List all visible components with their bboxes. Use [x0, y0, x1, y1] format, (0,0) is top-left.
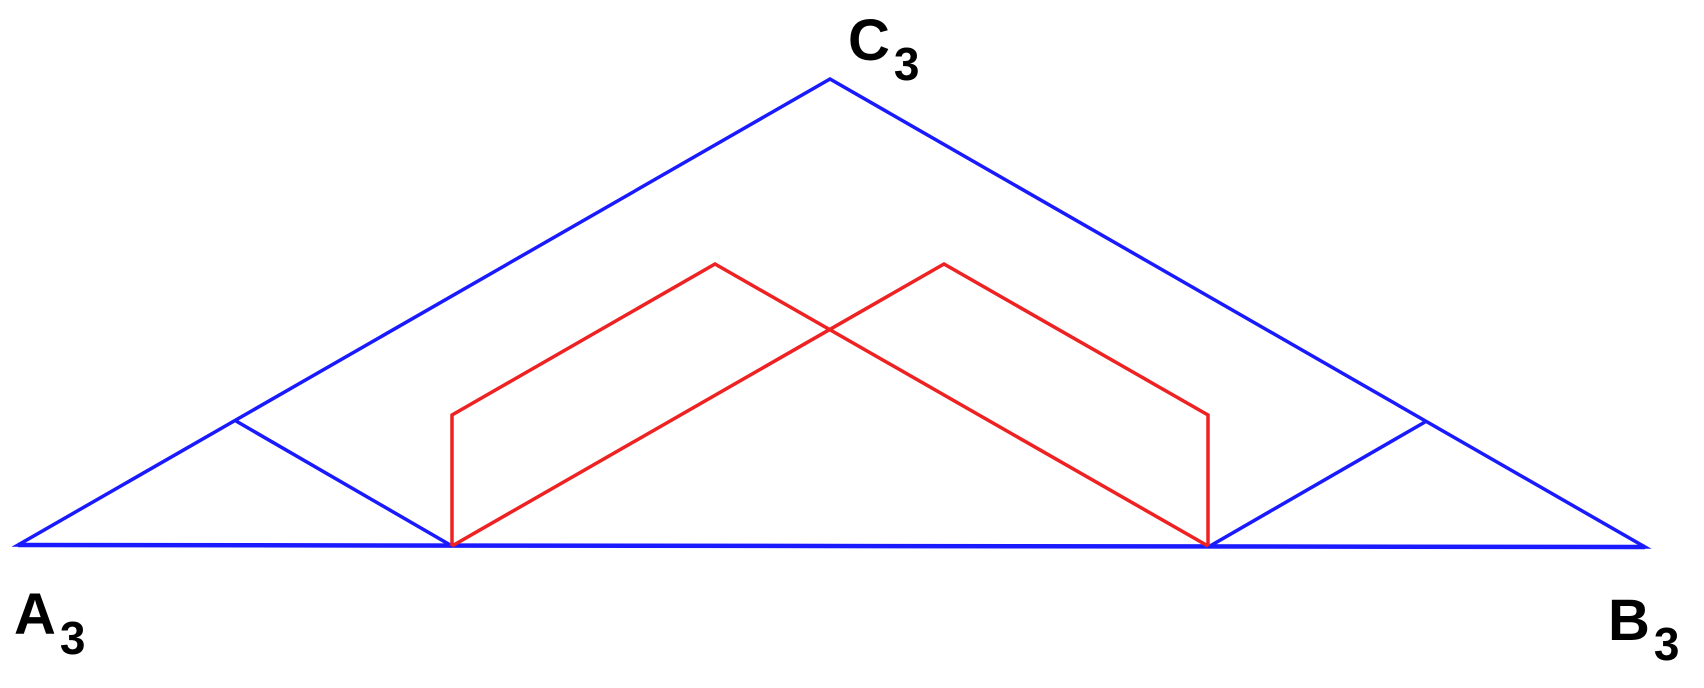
- base-line: [17, 542, 1646, 550]
- outer-triangle: [11, 76, 1652, 549]
- right-blue-segment: [1209, 420, 1426, 548]
- vertex-label-c3-subscript: 3: [893, 38, 920, 90]
- left-red-figure: [450, 261, 1209, 548]
- vertex-label-b3: B3: [1608, 592, 1679, 668]
- left-blue-segment: [235, 419, 453, 548]
- vertex-label-c3: C3: [848, 12, 919, 88]
- vertex-label-a3: A3: [14, 586, 85, 662]
- right-red-figure: [451, 261, 1210, 548]
- vertex-label-b3-letter: B: [1608, 588, 1650, 653]
- vertex-label-b3-subscript: 3: [1653, 618, 1680, 670]
- vertex-label-a3-subscript: 3: [59, 612, 86, 664]
- vertex-label-a3-letter: A: [14, 582, 56, 647]
- vertex-label-c3-letter: C: [848, 8, 890, 73]
